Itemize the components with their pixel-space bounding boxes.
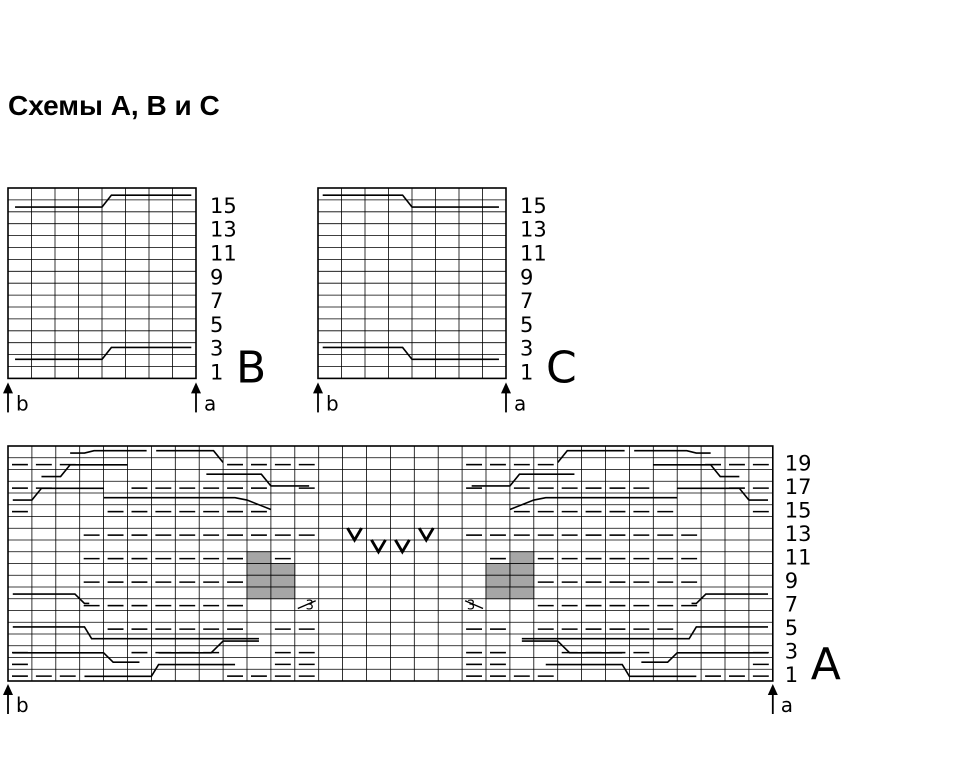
shaded-cell (270, 574, 296, 588)
stitch-line (12, 651, 140, 664)
shaded-cell (270, 586, 296, 600)
row-number-label: 17 (785, 475, 812, 499)
stitch-line (70, 449, 147, 454)
arrow-a-label: a (514, 391, 526, 415)
chart-border (7, 187, 197, 380)
row-number-label: 1 (785, 663, 798, 687)
stitch-line (677, 487, 769, 501)
row-number-label: 7 (210, 289, 223, 313)
stitch-line (471, 473, 575, 487)
row-number-label: 7 (520, 289, 533, 313)
row-number-label: 1 (210, 360, 223, 384)
row-number-label: 15 (520, 194, 547, 218)
shaded-cell (509, 586, 535, 600)
stitch-line (158, 640, 259, 654)
shaded-cell (485, 563, 511, 576)
decrease-3-label: 3 (306, 599, 314, 614)
row-number-label: 5 (520, 313, 533, 337)
shaded-cell (509, 551, 535, 564)
row-number-label: 11 (520, 241, 547, 265)
chart-letter: C (546, 342, 577, 393)
row-number-label: 5 (785, 616, 798, 640)
row-number-label: 3 (520, 337, 533, 361)
stitch-line (206, 473, 310, 487)
stitch-line (12, 593, 90, 605)
stitch-line (653, 463, 740, 478)
arrow-b-label: b (16, 693, 29, 717)
row-number-label: 9 (210, 265, 223, 289)
shaded-cell (246, 574, 272, 588)
stitch-line (322, 194, 499, 208)
stitch-line (641, 651, 769, 664)
decrease-slash (297, 600, 316, 610)
v-symbol (394, 539, 411, 555)
chart-letter: B (236, 342, 266, 393)
arrow-a-head (501, 382, 511, 394)
stitch-line (15, 346, 192, 361)
chart-letter: A (811, 639, 841, 690)
stitch-line (521, 640, 623, 654)
decrease-slash (464, 600, 484, 610)
row-number-label: 13 (210, 218, 237, 242)
v-symbol (346, 527, 363, 543)
stitch-line (557, 449, 625, 463)
chart-border (317, 187, 507, 380)
row-number-label: 7 (785, 593, 798, 617)
shaded-cell (485, 586, 511, 600)
row-number-label: 19 (785, 452, 812, 476)
stitch-line (12, 487, 104, 501)
shaded-cell (270, 563, 296, 576)
row-number-label: 5 (210, 313, 223, 337)
stitch-line (156, 449, 224, 463)
page-title: Схемы A, B и C (8, 90, 220, 121)
row-number-label: 11 (785, 546, 812, 570)
stitch-line (322, 346, 499, 361)
decrease-3-label: 3 (467, 599, 475, 614)
row-number-label: 13 (785, 522, 812, 546)
arrow-a-label: a (781, 693, 793, 717)
row-number-label: 1 (520, 360, 533, 384)
stitch-line (691, 593, 769, 605)
row-number-label: 9 (785, 569, 798, 593)
arrow-b-head (3, 382, 13, 394)
v-symbol (418, 527, 435, 543)
arrow-b-head (313, 382, 323, 394)
shaded-cell (246, 586, 272, 600)
row-number-label: 3 (785, 640, 798, 664)
arrow-a-head (767, 684, 778, 695)
arrow-a-head (191, 382, 201, 394)
stitch-line (15, 194, 192, 208)
row-number-label: 15 (785, 499, 812, 523)
shaded-cell (509, 574, 535, 588)
stitch-line (84, 663, 236, 678)
shaded-cell (485, 574, 511, 588)
stitch-line (634, 449, 711, 454)
stitch-line (509, 496, 678, 511)
stitch-line (545, 663, 697, 678)
shaded-cell (246, 551, 272, 564)
arrow-b-label: b (16, 391, 29, 415)
v-symbol (370, 539, 387, 555)
row-number-label: 13 (520, 218, 547, 242)
stitch-line (41, 463, 128, 478)
stitch-line (103, 496, 272, 511)
row-number-label: 15 (210, 194, 237, 218)
row-number-label: 3 (210, 337, 223, 361)
arrow-b-label: b (326, 391, 339, 415)
row-number-label: 11 (210, 241, 237, 265)
row-number-label: 9 (520, 265, 533, 289)
arrow-b-head (3, 684, 13, 695)
stitch-line (521, 626, 769, 640)
arrow-a-label: a (204, 391, 216, 415)
chart-border (7, 445, 774, 682)
shaded-cell (246, 563, 272, 576)
shaded-cell (509, 563, 535, 576)
stitch-line (12, 626, 259, 640)
